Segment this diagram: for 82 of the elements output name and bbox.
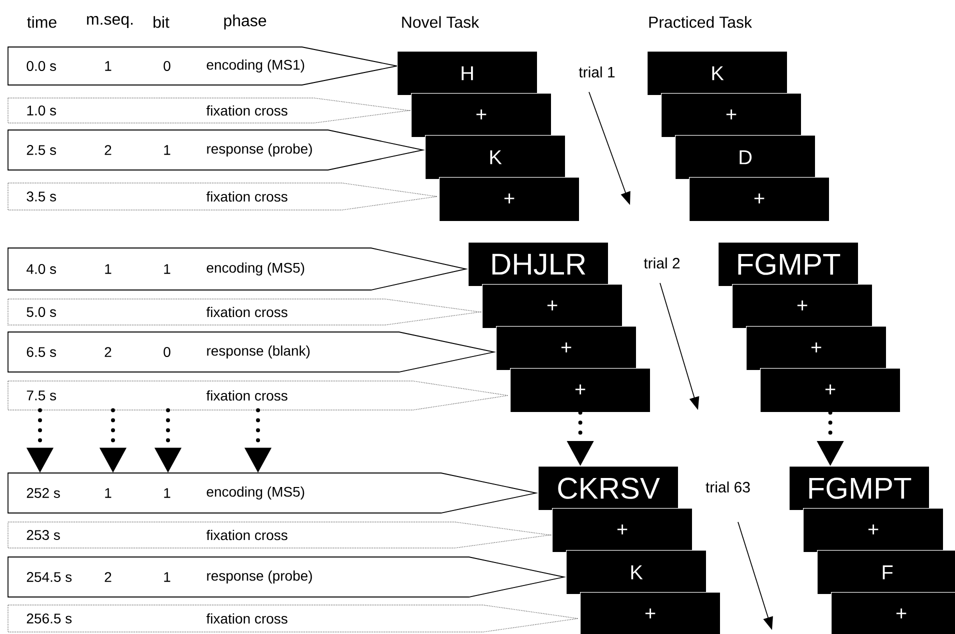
phase-label: fixation cross bbox=[206, 390, 288, 401]
timeline-band bbox=[8, 182, 440, 210]
phase-label: response (blank) bbox=[207, 345, 310, 359]
timeline-band bbox=[8, 556, 566, 598]
sequence-label: 1 bbox=[105, 264, 112, 274]
stimulus-screen: + bbox=[803, 508, 944, 553]
time-label: 4.0 s bbox=[26, 264, 56, 274]
node-label: F bbox=[882, 565, 893, 580]
phase-label: fixation cross bbox=[206, 306, 288, 318]
stimulus-screen: K bbox=[425, 135, 566, 180]
stimulus-screen: FGMPT bbox=[789, 466, 930, 511]
stimulus-screen: + bbox=[732, 284, 873, 329]
stimulus-screen: + bbox=[439, 177, 580, 222]
stimulus-screen: + bbox=[746, 326, 887, 371]
time-label: 252 s bbox=[26, 488, 60, 498]
stimulus-screen: DHJLR bbox=[468, 242, 609, 287]
timeline-band bbox=[8, 298, 483, 326]
stimulus-screen: F bbox=[817, 550, 955, 595]
stimulus-screen: K bbox=[647, 51, 788, 96]
column-header: time bbox=[27, 16, 56, 28]
stimulus-screen: + bbox=[661, 93, 802, 138]
phase-label: fixation cross bbox=[206, 191, 288, 202]
phase-label: fixation cross bbox=[206, 530, 288, 540]
timeline-band bbox=[8, 130, 426, 170]
bit-label: 0 bbox=[164, 347, 170, 357]
stimulus-screen: D bbox=[675, 135, 816, 180]
sequence-label: 2 bbox=[104, 347, 112, 357]
column-header: bit bbox=[154, 16, 170, 28]
timeline-band bbox=[8, 332, 496, 372]
time-label: 256.5 s bbox=[26, 614, 72, 624]
stimulus-screen: + bbox=[580, 592, 721, 634]
phase-label: encoding (MS5) bbox=[206, 262, 304, 276]
sequence-label: 2 bbox=[104, 572, 112, 582]
stimulus-screen: CKRSV bbox=[538, 466, 679, 511]
timeline-band bbox=[8, 248, 468, 290]
time-label: 0.0 s bbox=[26, 61, 56, 71]
bit-label: 1 bbox=[164, 145, 170, 155]
task-header: Novel Task bbox=[402, 16, 480, 28]
stimulus-screen: + bbox=[510, 368, 651, 413]
timeline-band bbox=[8, 604, 580, 632]
phase-label: fixation cross bbox=[206, 105, 288, 116]
column-header: phase bbox=[224, 14, 266, 30]
stimulus-screen: + bbox=[831, 592, 955, 634]
stimulus-screen: K bbox=[566, 550, 707, 595]
sequence-label: 1 bbox=[105, 61, 112, 71]
stimulus-screen: H bbox=[397, 51, 538, 96]
stimulus-screen: + bbox=[482, 284, 623, 329]
trial-label: trial 2 bbox=[644, 258, 680, 268]
phase-label: response (probe) bbox=[207, 143, 312, 157]
time-label: 7.5 s bbox=[26, 390, 56, 400]
bit-label: 1 bbox=[164, 572, 170, 582]
time-label: 6.5 s bbox=[26, 347, 56, 357]
stimulus-screen: + bbox=[689, 177, 830, 222]
stimulus-screen: FGMPT bbox=[718, 242, 859, 287]
sequence-label: 2 bbox=[104, 145, 112, 155]
time-label: 3.5 s bbox=[26, 192, 56, 202]
time-label: 1.0 s bbox=[27, 106, 56, 116]
trial-label: trial 63 bbox=[706, 482, 750, 492]
stimulus-screen: + bbox=[496, 326, 637, 371]
time-label: 5.0 s bbox=[26, 307, 56, 317]
task-header: Practiced Task bbox=[649, 16, 752, 28]
timeline-band bbox=[8, 46, 400, 86]
phase-label: response (probe) bbox=[207, 570, 312, 584]
time-label: 253 s bbox=[26, 530, 60, 540]
stimulus-screen: + bbox=[760, 368, 901, 413]
trial-label: trial 1 bbox=[578, 66, 615, 78]
time-label: 2.5 s bbox=[26, 145, 56, 155]
stimulus-screen: + bbox=[411, 93, 552, 138]
timeline-band bbox=[8, 522, 553, 548]
column-header: m.seq. bbox=[87, 16, 133, 28]
phase-label: fixation cross bbox=[206, 613, 288, 624]
bit-label: 1 bbox=[164, 264, 170, 274]
bit-label: 0 bbox=[164, 61, 170, 71]
time-label: 254.5 s bbox=[26, 572, 72, 582]
sequence-label: 1 bbox=[105, 488, 112, 498]
timeline-band bbox=[8, 380, 510, 410]
timeline-band bbox=[8, 98, 412, 124]
phase-label: encoding (MS5) bbox=[206, 486, 304, 500]
bit-label: 1 bbox=[164, 488, 170, 498]
timeline-band bbox=[8, 472, 538, 514]
phase-label: encoding (MS1) bbox=[206, 59, 304, 73]
stimulus-screen: + bbox=[552, 508, 693, 553]
